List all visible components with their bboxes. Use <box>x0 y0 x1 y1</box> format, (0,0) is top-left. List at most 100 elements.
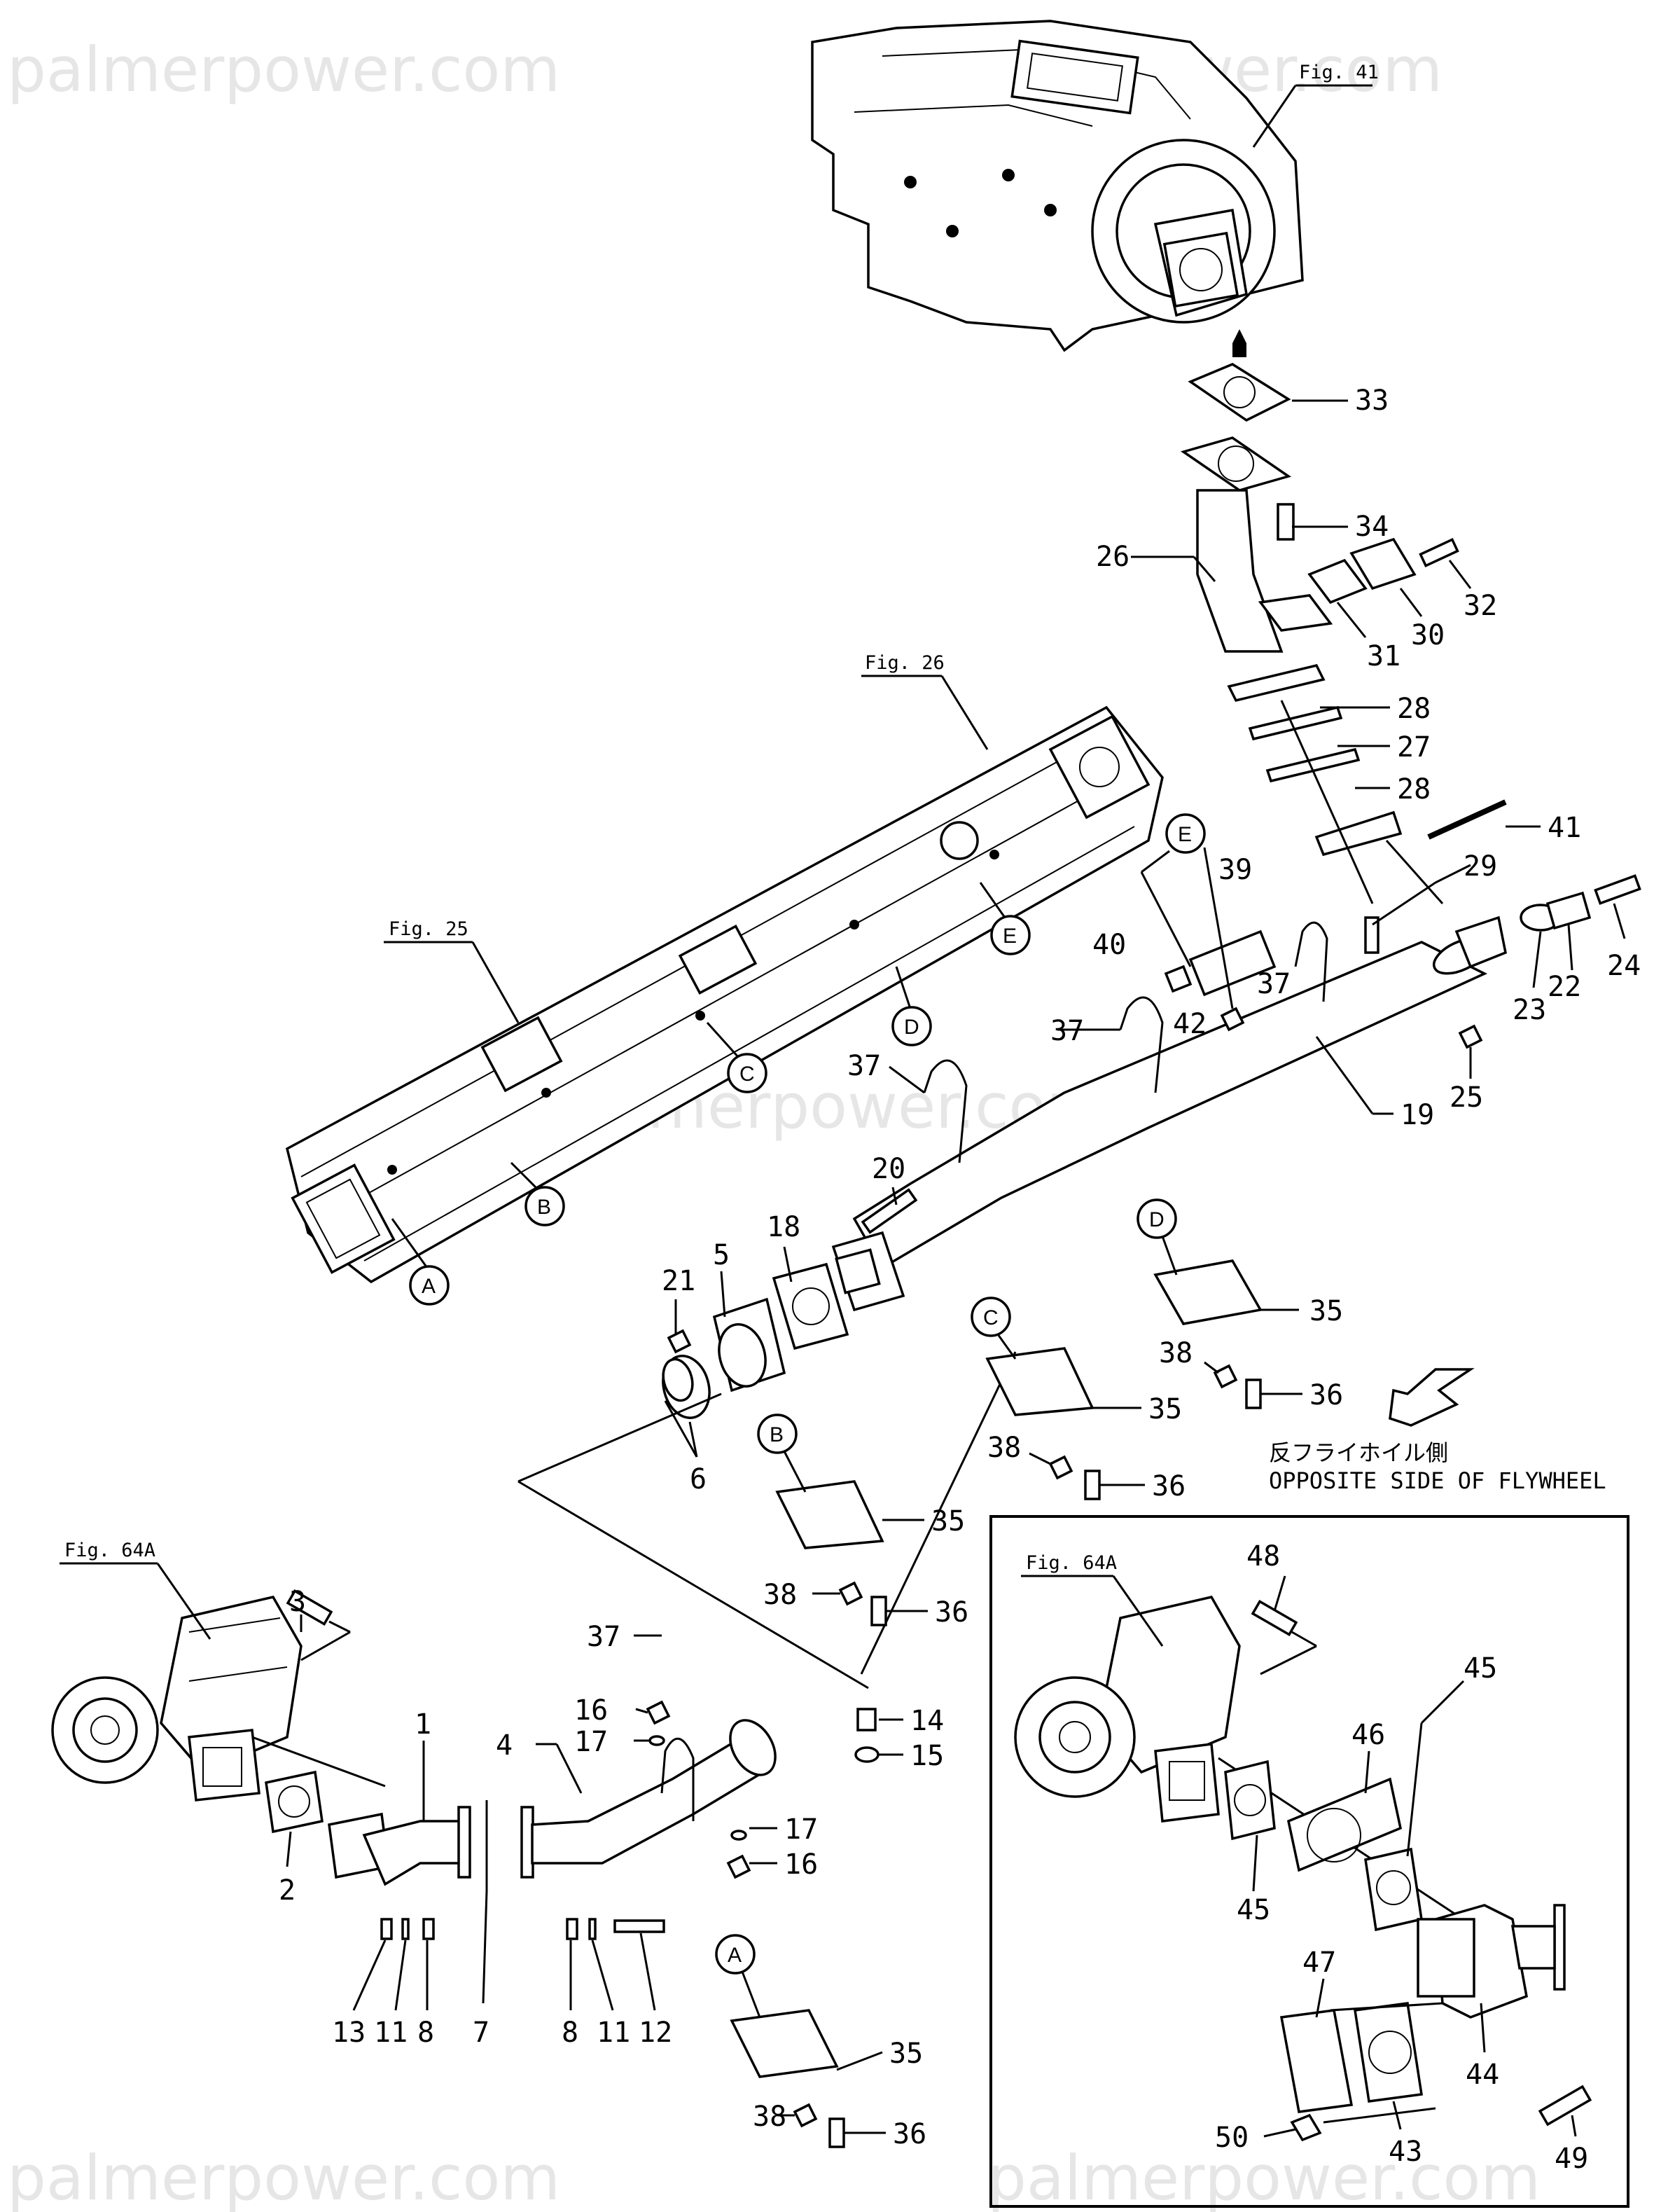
u-bolt-37-bottom <box>660 1737 695 1821</box>
part-number-37-bottom: 37 <box>587 1621 620 1653</box>
part-number-47: 47 <box>1302 1947 1336 1979</box>
pipe-1 <box>362 1820 464 1886</box>
part-number-37-lower: 37 <box>847 1050 881 1082</box>
part-number-49: 49 <box>1555 2143 1588 2175</box>
flange-22 <box>1545 891 1592 930</box>
bolt-32 <box>1419 537 1459 568</box>
plug-16-upper <box>646 1700 671 1725</box>
bracket-circle-d <box>1137 1198 1177 1239</box>
part-number-32: 32 <box>1464 590 1497 622</box>
part-number-18: 18 <box>767 1211 800 1243</box>
ref-e-bracket: E <box>1178 823 1192 846</box>
stud-29 <box>1364 916 1379 954</box>
ref-d-bracket: D <box>1149 1208 1165 1231</box>
part-number-45-left: 45 <box>1237 1894 1270 1926</box>
bolt-36-a <box>828 2117 845 2148</box>
ref-circle-b <box>524 1186 565 1226</box>
part-number-3: 3 <box>289 1586 306 1618</box>
part-number-15: 15 <box>910 1740 944 1772</box>
part-number-19: 19 <box>1401 1099 1434 1131</box>
gasket-28-lower <box>1265 747 1361 783</box>
bolt-3 <box>286 1589 333 1626</box>
long-pipe-19 <box>852 941 1488 1270</box>
ref-c-frame: C <box>739 1063 755 1086</box>
nut-25 <box>1458 1024 1483 1049</box>
inset-box <box>989 1515 1629 2208</box>
plug-16-lower <box>726 1854 751 1879</box>
plate-30 <box>1349 537 1417 590</box>
ref-a-bracket: A <box>728 1944 742 1967</box>
part-number-8-right: 8 <box>562 2017 578 2049</box>
part-number-45-right: 45 <box>1464 1652 1497 1685</box>
part-number-23: 23 <box>1513 994 1546 1026</box>
part-number-40: 40 <box>1092 929 1126 961</box>
bracket-39 <box>1188 929 1277 997</box>
ref-e-frame: E <box>1003 925 1017 948</box>
gasket-2 <box>265 1770 324 1834</box>
gasket-45-right <box>1364 1847 1423 1932</box>
watermark-top-left: palmerpower.com <box>7 34 560 106</box>
part-number-8-left: 8 <box>417 2017 434 2049</box>
part-number-31: 31 <box>1367 640 1401 672</box>
fig-26-label: Fig. 26 <box>865 652 945 674</box>
fig-64a-inset-label: Fig. 64A <box>1026 1552 1117 1574</box>
bracket-35-c <box>985 1347 1094 1416</box>
part-number-38-b: 38 <box>763 1579 797 1611</box>
part-number-1: 1 <box>415 1708 431 1741</box>
bracket-35-d <box>1153 1259 1263 1325</box>
part-number-24: 24 <box>1607 950 1641 982</box>
part-number-35-a: 35 <box>889 2038 923 2070</box>
bolt-36-d <box>1245 1378 1262 1409</box>
washer-11-right <box>588 1918 597 1940</box>
part-number-4: 4 <box>496 1729 513 1762</box>
part-number-13: 13 <box>332 2017 366 2049</box>
bolt-36-b <box>870 1596 887 1626</box>
u-bolt-37-upper <box>1294 921 1328 1002</box>
part-number-22: 22 <box>1548 971 1581 1003</box>
gasket-28-upper <box>1227 663 1326 703</box>
watermark-bottom-left: palmerpower.com <box>7 2142 560 2212</box>
bolt-12 <box>613 1919 665 1933</box>
ref-b-frame: B <box>537 1196 551 1219</box>
leader-lines <box>286 399 1626 2138</box>
plate-31 <box>1307 558 1368 604</box>
bolt-20 <box>861 1188 918 1234</box>
part-number-35-b: 35 <box>931 1505 965 1537</box>
part-number-35-c: 35 <box>1148 1393 1182 1425</box>
exhaust-elbow-26 <box>1196 489 1284 653</box>
part-number-27: 27 <box>1397 731 1431 763</box>
part-number-25: 25 <box>1450 1081 1483 1114</box>
nut-40 <box>1164 965 1193 993</box>
part-number-16-upper: 16 <box>574 1694 608 1727</box>
washer-11-left <box>401 1918 410 1940</box>
note-english: OPPOSITE SIDE OF FLYWHEEL <box>1269 1467 1606 1494</box>
pipe-4 <box>531 1735 765 1865</box>
part-number-12: 12 <box>639 2017 672 2049</box>
part-number-36-d: 36 <box>1309 1379 1343 1411</box>
part-number-34: 34 <box>1355 511 1389 543</box>
ref-circle-d <box>891 1006 932 1046</box>
exhaust-manifold-drawing <box>285 705 1164 1284</box>
part-number-38-d: 38 <box>1159 1337 1193 1369</box>
part-number-21: 21 <box>662 1265 695 1297</box>
part-number-28-lower: 28 <box>1397 773 1431 806</box>
part-number-20: 20 <box>872 1153 905 1185</box>
fig-41-label: Fig. 41 <box>1299 62 1379 83</box>
bolt-24 <box>1594 874 1641 905</box>
part-number-11-left: 11 <box>374 2017 408 2049</box>
blank-plate-47 <box>1279 2009 1354 2113</box>
direction-arrow-icon <box>1389 1368 1475 1427</box>
part-number-28-upper: 28 <box>1397 693 1431 725</box>
bracket-circle-c <box>971 1297 1011 1337</box>
part-number-labels: 33 34 26 32 30 31 28 27 28 41 29 39 40 4… <box>279 385 1641 2175</box>
ref-circle-c <box>727 1053 767 1093</box>
bolt-34 <box>1277 503 1295 541</box>
part-number-43: 43 <box>1389 2136 1422 2168</box>
part-number-35-d: 35 <box>1309 1295 1343 1327</box>
part-number-50: 50 <box>1215 2122 1249 2154</box>
part-number-48: 48 <box>1246 1540 1280 1572</box>
part-number-36-a: 36 <box>893 2118 926 2150</box>
ref-d-frame: D <box>904 1016 919 1039</box>
plate-46 <box>1286 1777 1403 1872</box>
